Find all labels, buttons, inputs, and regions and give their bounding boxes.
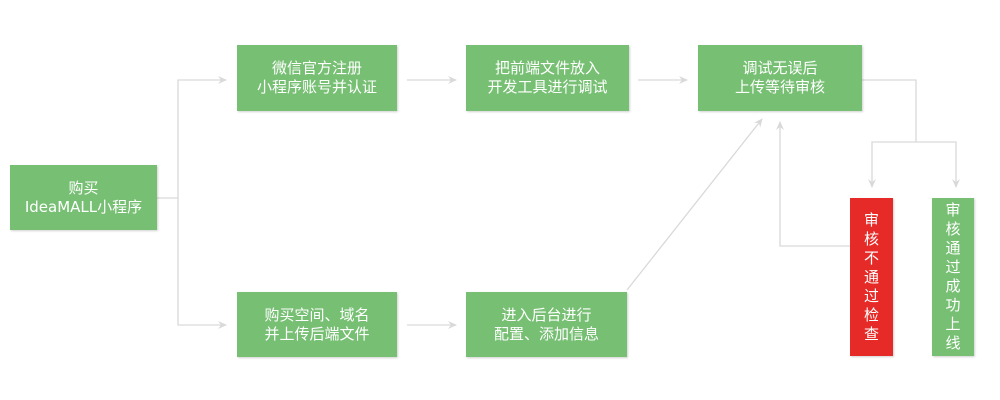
node-backend-config-label: 进入后台进行 配置、添加信息 [493, 305, 599, 343]
node-review-fail-label: 审核不通过 检查 [863, 210, 879, 343]
node-buy-program: 购买 IdeaMALL小程序 [10, 165, 157, 230]
arrow-backend-to-debug [626, 118, 763, 291]
node-backend-config: 进入后台进行 配置、添加信息 [466, 292, 627, 357]
arrow-to-review-fail [868, 141, 916, 188]
node-buy-label: 购买 IdeaMALL小程序 [24, 178, 143, 216]
connector-debug-split [862, 79, 917, 142]
node-review-pass-label: 审核通过 成功上线 [945, 201, 961, 352]
arrow-fail-loop-back [776, 121, 850, 247]
node-debug-upload-label: 调试无误后 上传等待审核 [734, 59, 825, 96]
node-buy-space: 购买空间、域名 并上传后端文件 [237, 292, 397, 357]
node-put-frontend: 把前端文件放入 开发工具进行调试 [466, 45, 629, 111]
arrow-buy-to-wechat [177, 76, 227, 198]
node-wechat-register: 微信官方注册 小程序账号并认证 [237, 45, 397, 111]
node-review-fail: 审核不通过 检查 [850, 198, 893, 356]
arrow-buy-to-space [177, 198, 227, 329]
node-buy-space-label: 购买空间、域名 并上传后端文件 [264, 305, 370, 343]
node-debug-upload: 调试无误后 上传等待审核 [698, 45, 862, 111]
node-review-pass: 审核通过 成功上线 [932, 198, 974, 356]
arrow-to-review-pass [916, 141, 960, 188]
node-put-frontend-label: 把前端文件放入 开发工具进行调试 [487, 59, 608, 96]
node-wechat-register-label: 微信官方注册 小程序账号并认证 [256, 59, 377, 96]
